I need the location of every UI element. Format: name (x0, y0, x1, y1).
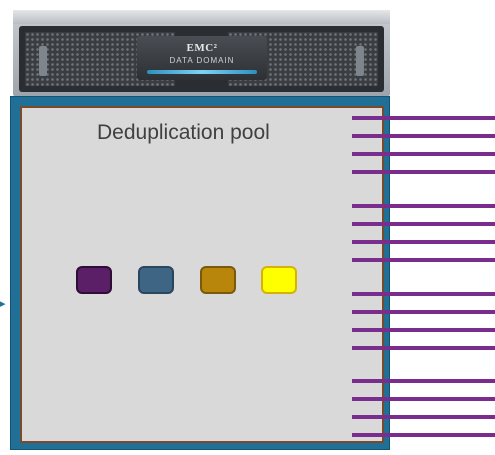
data-block (76, 266, 112, 294)
connection-line (352, 152, 495, 156)
connection-line (352, 415, 495, 419)
connection-line (352, 204, 495, 208)
connection-line (352, 116, 495, 120)
connection-line (352, 222, 495, 226)
arrow-indicator-icon: ▸ (0, 298, 6, 310)
connection-line (352, 397, 495, 401)
connection-line (352, 310, 495, 314)
connection-line (352, 240, 495, 244)
connection-line (352, 170, 495, 174)
brand-label: EMC² (186, 42, 218, 54)
connection-line (352, 292, 495, 296)
handle-right (356, 46, 364, 76)
status-light-strip (147, 70, 257, 74)
connection-line (352, 134, 495, 138)
appliance-bezel: EMC² DATA DOMAIN (19, 26, 384, 92)
chassis-top (13, 10, 390, 24)
model-label: DATA DOMAIN (169, 56, 235, 65)
handle-left (39, 46, 47, 76)
data-block (261, 266, 297, 294)
connection-line (352, 346, 495, 350)
connection-line (352, 258, 495, 262)
storage-appliance: EMC² DATA DOMAIN (13, 10, 390, 96)
data-block (200, 266, 236, 294)
pool-title: Deduplication pool (97, 121, 270, 144)
connection-line (352, 379, 495, 383)
connection-line (352, 433, 495, 437)
connection-line (352, 328, 495, 332)
data-block (138, 266, 174, 294)
appliance-faceplate: EMC² DATA DOMAIN (137, 36, 267, 80)
